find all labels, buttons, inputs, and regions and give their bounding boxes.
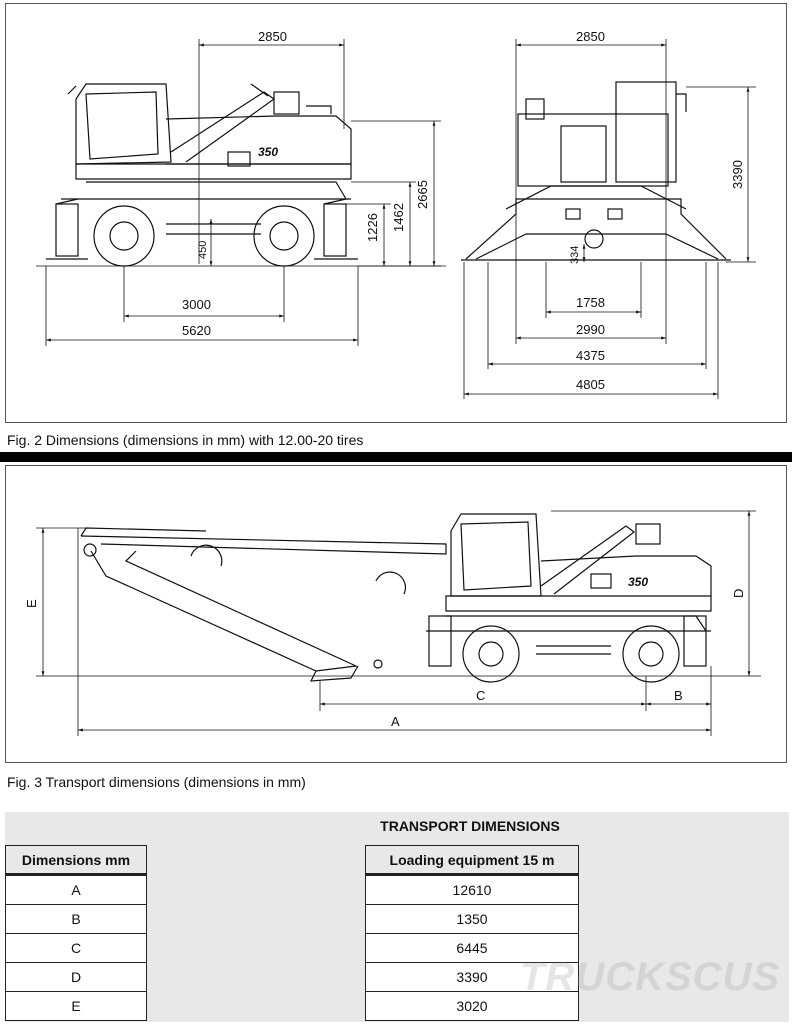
transport-model-label: 350	[628, 575, 648, 589]
table-row-a-dim: A	[5, 875, 147, 905]
table-row-c-dim: C	[5, 933, 147, 963]
fig3-caption: Fig. 3 Transport dimensions (dimensions …	[7, 774, 306, 790]
rear-dim-top: 2850	[576, 29, 605, 44]
rear-dim-w2: 2990	[576, 322, 605, 337]
table-row-d-dim: D	[5, 962, 147, 992]
table-row-d-value: 3390	[365, 962, 579, 992]
side-dim-clear: 450	[197, 241, 209, 259]
label-a: A	[391, 714, 400, 729]
separator-band	[0, 452, 792, 462]
side-dim-h1: 2665	[415, 180, 430, 209]
rear-dim-clear: 334	[569, 246, 581, 264]
rear-dim-height: 3390	[730, 160, 745, 189]
fig2-caption: Fig. 2 Dimensions (dimensions in mm) wit…	[7, 432, 364, 448]
side-dim-h3: 1226	[365, 213, 380, 242]
side-dim-length: 5620	[182, 323, 211, 338]
table-title: TRANSPORT DIMENSIONS	[380, 818, 560, 834]
rear-dim-w3: 4375	[576, 348, 605, 363]
table-row-c-value: 6445	[365, 933, 579, 963]
fig2-drawing: 350 2850 2665 1462 1226 450 3000 5620 28…	[36, 29, 756, 399]
label-b: B	[674, 688, 683, 703]
fig3-drawing: 350 E D C B A	[24, 510, 761, 736]
transport-machine	[80, 513, 712, 683]
table-row-a-value: 12610	[365, 875, 579, 905]
table-row-e-value: 3020	[365, 991, 579, 1021]
fig3-panel: 350 E D C B A	[5, 465, 787, 763]
side-view-machine	[46, 83, 358, 267]
rear-view-machine	[461, 81, 731, 261]
side-dim-h2: 1462	[391, 203, 406, 232]
table-row-b-value: 1350	[365, 904, 579, 934]
side-dim-wheelbase: 3000	[182, 297, 211, 312]
table-row-b-dim: B	[5, 904, 147, 934]
label-e: E	[24, 599, 39, 608]
rear-dim-w1: 1758	[576, 295, 605, 310]
table-header-dimensions: Dimensions mm	[5, 845, 147, 875]
table-row-e-dim: E	[5, 991, 147, 1021]
watermark: TRUCKSCUS	[520, 955, 781, 999]
side-dim-top: 2850	[258, 29, 287, 44]
side-model-label: 350	[258, 145, 278, 159]
label-d: D	[731, 589, 746, 598]
fig2-panel: 350 2850 2665 1462 1226 450 3000 5620 28…	[5, 3, 787, 423]
table-header-loading-equipment: Loading equipment 15 m	[365, 845, 579, 875]
label-c: C	[476, 688, 485, 703]
transport-dimensions-table: TRANSPORT DIMENSIONS Dimensions mm Loadi…	[5, 812, 789, 1022]
rear-dim-w4: 4805	[576, 377, 605, 392]
